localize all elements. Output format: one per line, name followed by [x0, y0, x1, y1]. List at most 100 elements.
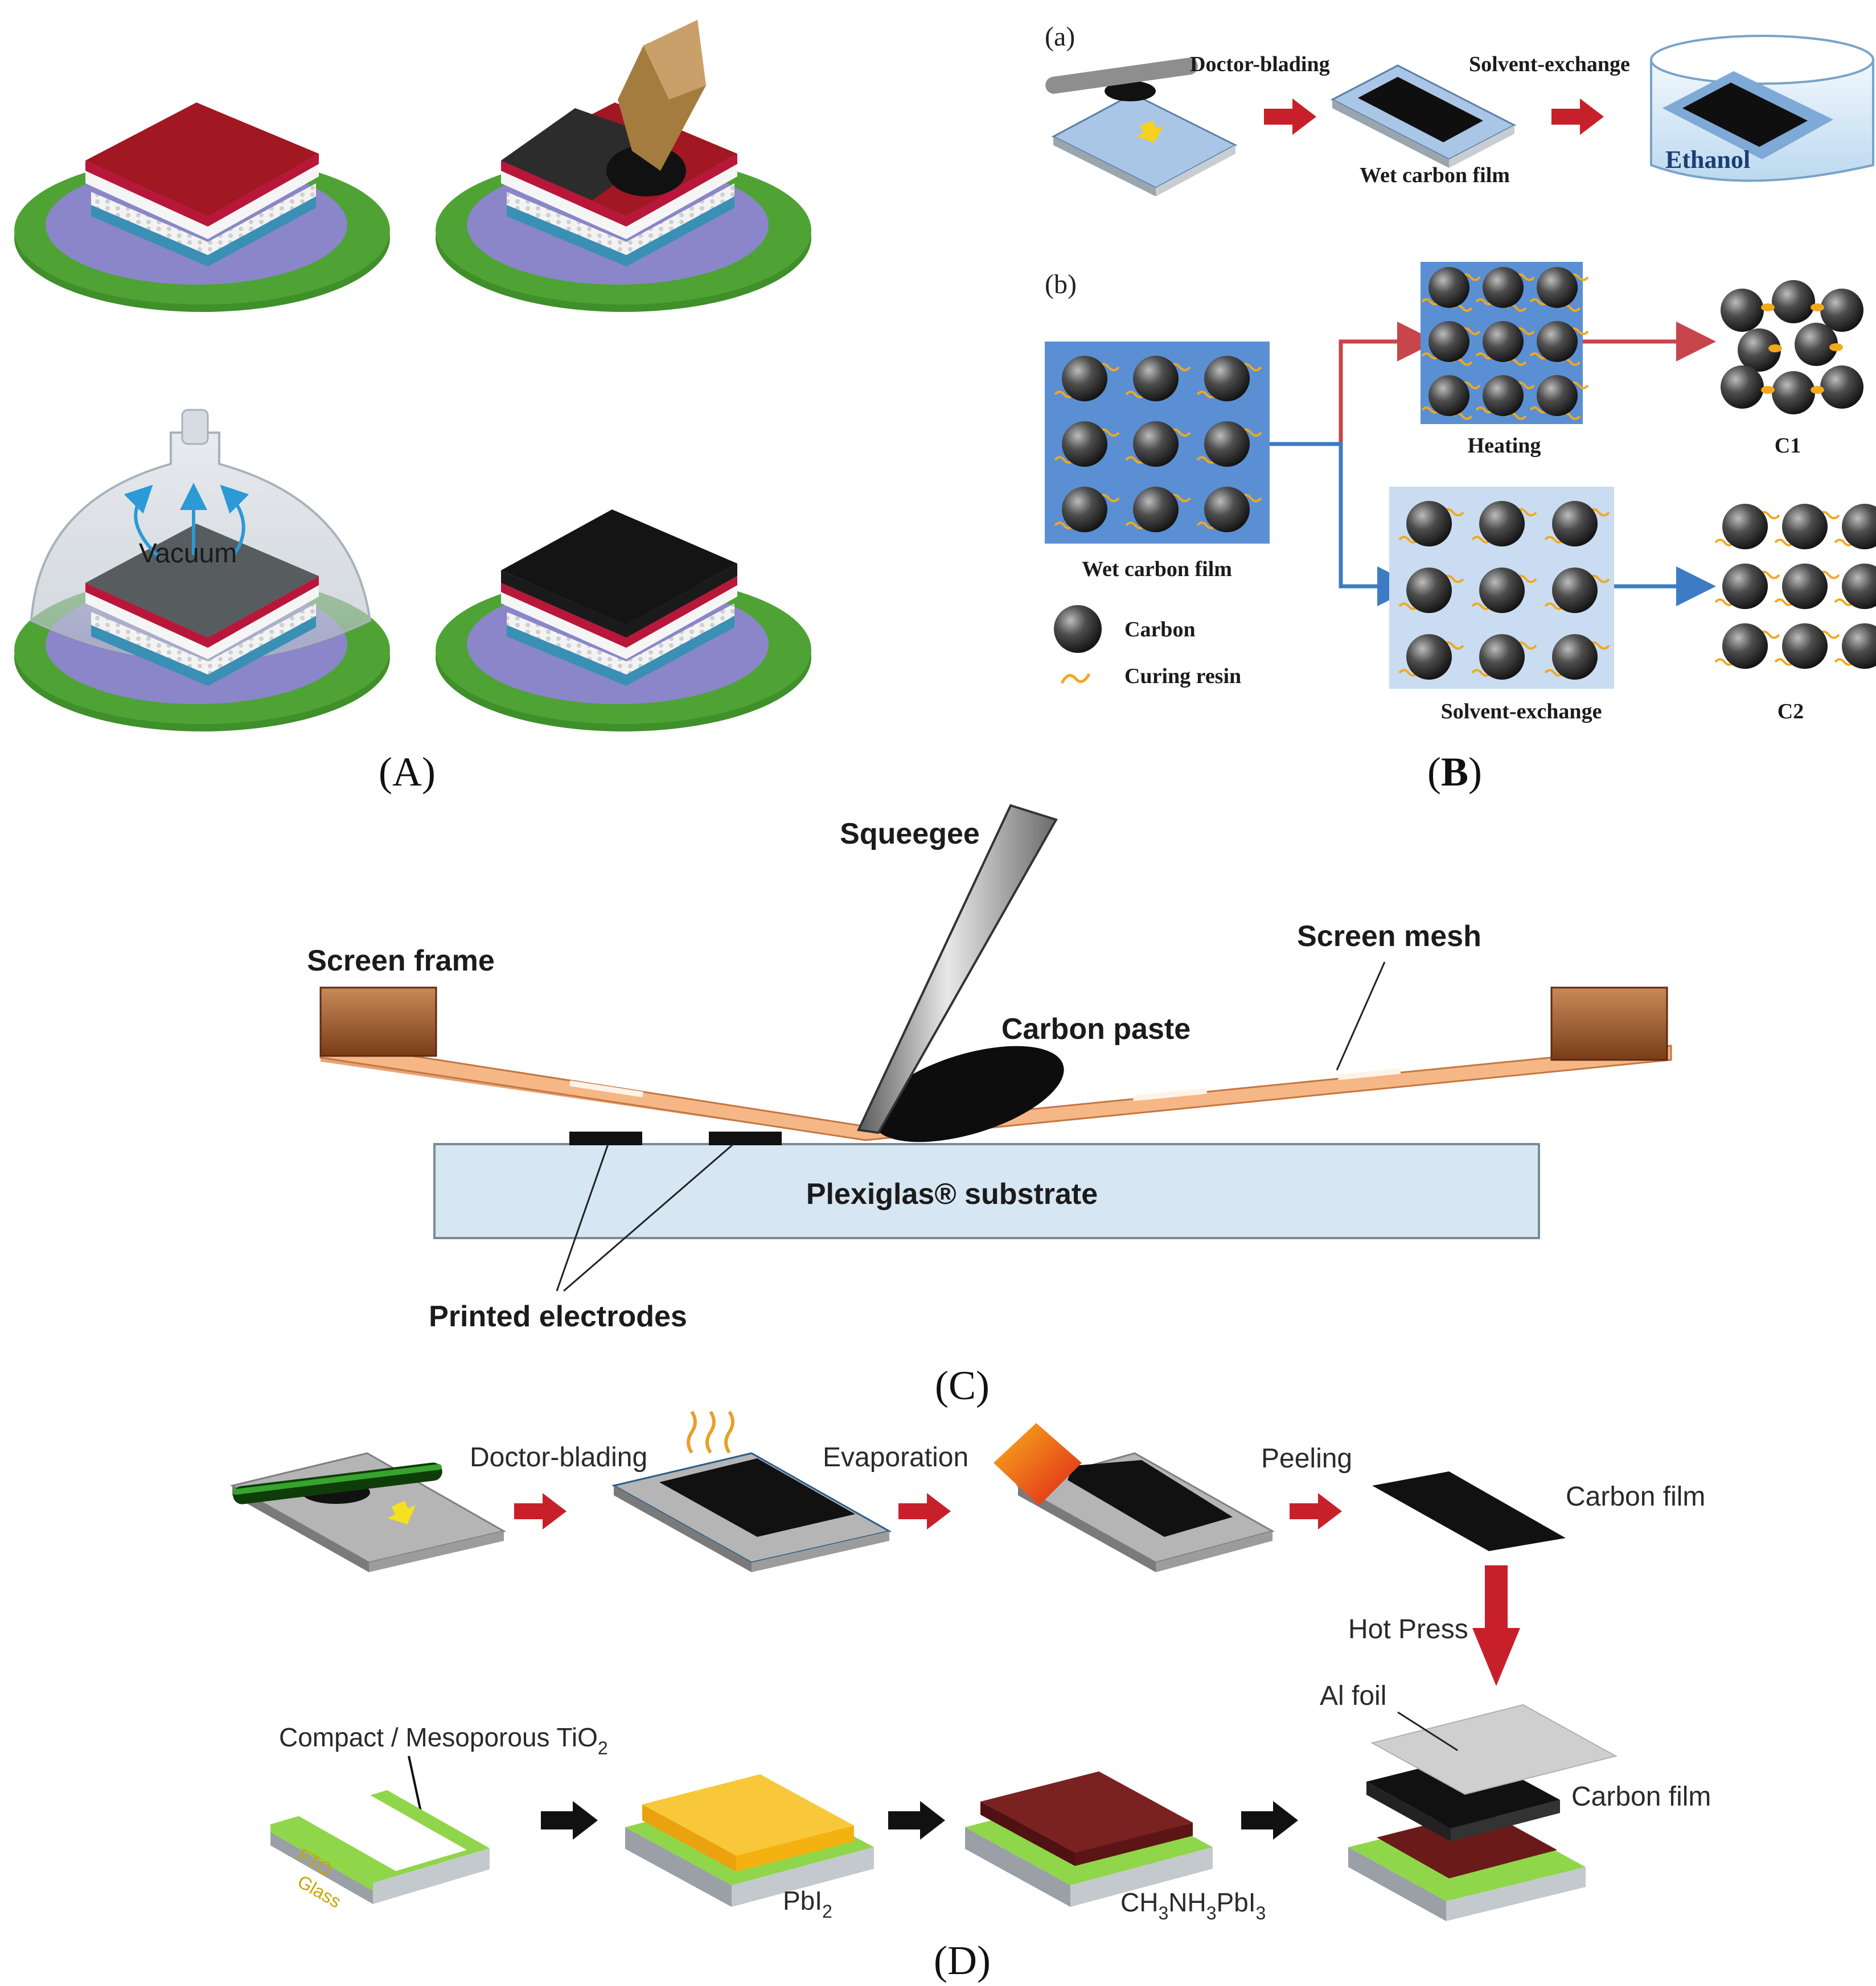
resin-strand [1544, 669, 1565, 677]
resin-strand [1714, 538, 1735, 546]
carbon-particle [1537, 375, 1578, 416]
wet-carbon-film-label: Wet carbon film [1360, 163, 1510, 187]
carbon-particle [1406, 501, 1452, 546]
resin-strand [1475, 298, 1494, 306]
legend-resin-label: Curing resin [1124, 664, 1241, 688]
d-carbon-film-bottom-label: Carbon film [1571, 1782, 1711, 1812]
resin-bridge [1761, 303, 1775, 311]
d-arrow-6 [1241, 1801, 1298, 1840]
d-hot-press-arrow [1472, 1565, 1520, 1686]
carbon-particle [1428, 375, 1469, 416]
carbon-particle [1552, 568, 1598, 613]
resin-strand [1529, 406, 1548, 414]
carbon-particle [1782, 564, 1828, 609]
c2-label: C2 [1778, 700, 1804, 723]
carbon-particle [1537, 321, 1578, 362]
d-arrow-3 [1290, 1493, 1342, 1529]
resin-strand [1398, 602, 1419, 610]
resin-strand [1471, 602, 1492, 610]
printed-electrode-1 [569, 1132, 642, 1145]
resin-strand [1421, 406, 1440, 414]
carbon-particle [1738, 328, 1781, 372]
resin-bridge [1811, 303, 1824, 311]
carbon-particle [1133, 487, 1179, 532]
resin-strand [1196, 521, 1217, 529]
red-layer [85, 102, 319, 216]
blade-roller [1045, 57, 1198, 94]
resin-strand [1544, 602, 1565, 610]
panel-label-c: (C) [935, 1363, 990, 1408]
squeegee [857, 804, 1058, 1134]
c2-particles [1714, 504, 1876, 669]
carbon-particle [1722, 504, 1768, 549]
solvent-particles [1398, 501, 1610, 680]
carbon-particle [1133, 421, 1179, 467]
carbon-particle [1479, 568, 1525, 613]
carbon-particle [1479, 501, 1525, 546]
subpanel-label-b: (b) [1045, 269, 1077, 299]
resin-strand [1834, 598, 1854, 606]
wet-film-particles [1054, 356, 1262, 532]
direction-arrow-icon [1135, 120, 1164, 143]
d-carbon-film-top-label: Carbon film [1566, 1482, 1705, 1512]
branch-arrow-solvent [1270, 442, 1417, 606]
carbon-particle [1133, 356, 1179, 401]
carbon-particle [1483, 375, 1524, 416]
subpanel-label-a: (a) [1045, 22, 1075, 52]
carbon-particle [1428, 321, 1469, 362]
resin-strand [1544, 536, 1565, 544]
resin-strand [1714, 598, 1735, 606]
branch-arrow-heating [1270, 322, 1437, 446]
carbon-particle [1479, 634, 1525, 680]
panel-label-a: (A) [379, 749, 436, 795]
d-peeling-label: Peeling [1261, 1444, 1352, 1474]
screen-frame-right [1550, 986, 1668, 1061]
carbon-particle [1842, 564, 1876, 609]
carbon-particle [1406, 634, 1452, 680]
d-arrow-2 [898, 1493, 951, 1529]
carbon-particle [1842, 623, 1876, 669]
carbon-particle [1204, 487, 1250, 532]
solvent-exchange-label: Solvent-exchange [1469, 52, 1630, 76]
squeegee-label: Squeegee [840, 817, 980, 850]
carbon-particle [1552, 634, 1598, 680]
carbon-particle [1795, 323, 1838, 366]
resin-strand [1054, 390, 1074, 398]
carbon-particle [1062, 487, 1107, 532]
d-arrow-1 [514, 1493, 567, 1529]
d-evaporation-label: Evaporation [823, 1442, 968, 1473]
resin-strand [1475, 352, 1494, 360]
d-final-perovskite [1377, 1810, 1557, 1878]
resin-strand [1054, 521, 1074, 529]
carbon-particle [1406, 568, 1452, 613]
carbon-particle [1428, 267, 1469, 308]
resin-strand [1714, 658, 1735, 666]
carbon-particle [1721, 365, 1764, 409]
legend-carbon-label: Carbon [1124, 618, 1196, 642]
carbon-particle [1772, 371, 1815, 414]
carbon-particle [1552, 501, 1598, 546]
screen-frame-left [319, 986, 437, 1057]
process-arrow-2 [1551, 98, 1604, 135]
carbon-particle [1062, 421, 1107, 467]
d-peeled-film [1068, 1460, 1233, 1537]
carbon-particle [1204, 356, 1250, 401]
resin-strand [1054, 456, 1074, 464]
panel-a-stage4 [436, 509, 811, 731]
carbon-particle [1782, 504, 1828, 549]
vacuum-label: Vacuum [139, 538, 237, 569]
legend-resin-icon [1060, 673, 1091, 684]
carbon-particle [1782, 623, 1828, 669]
carbon-layer-grey [85, 524, 319, 638]
doctor-blading-label: Doctor-blading [1190, 52, 1330, 76]
carbon-particle [1772, 280, 1815, 323]
resin-strand [1774, 658, 1795, 666]
resin-strand [1398, 669, 1419, 677]
d-direction-arrow-icon [387, 1500, 416, 1525]
d-arrow-4 [541, 1801, 598, 1840]
carbon-particle [1820, 289, 1863, 332]
panel-a: Vacuum (A) [14, 20, 811, 795]
carbon-particle [1722, 623, 1768, 669]
resin-strand [1196, 390, 1217, 398]
